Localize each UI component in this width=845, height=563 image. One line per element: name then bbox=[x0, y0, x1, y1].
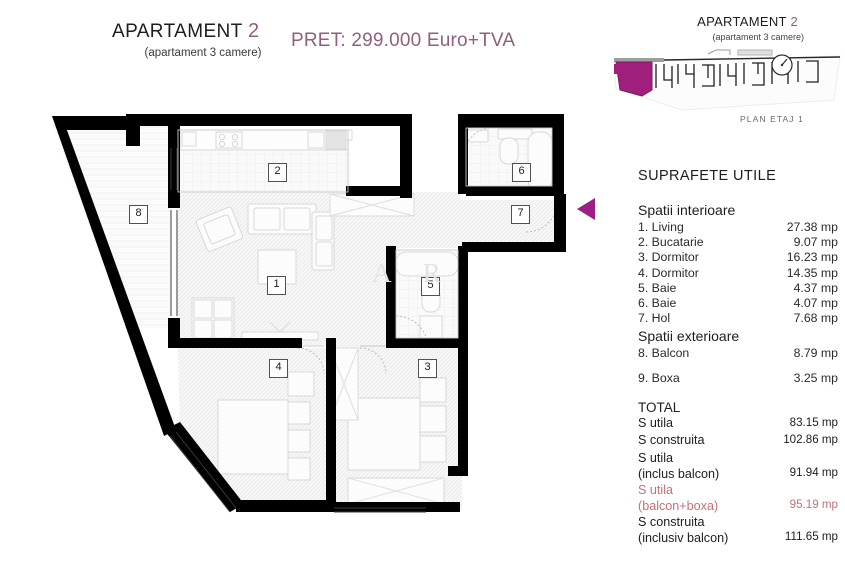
area-row: 1. Living 27.38 mp bbox=[638, 220, 838, 235]
total-value: 111.65 mp bbox=[784, 529, 838, 543]
total-value: 91.94 mp bbox=[789, 465, 838, 479]
surface-areas-panel: SUPRAFETE UTILE Spatii interioare 1. Liv… bbox=[638, 168, 838, 546]
floor-minimap: APARTAMENT 2 (apartament 3 camere) bbox=[612, 14, 842, 130]
minimap-building-plan bbox=[613, 49, 841, 111]
total-label: S utila bbox=[638, 415, 674, 430]
room-tag-2: 2 bbox=[268, 163, 287, 182]
area-row: 3. Dormitor 16.23 mp bbox=[638, 250, 838, 265]
area-row: 8. Balcon 8.79 mp bbox=[638, 346, 838, 361]
apartment-subtitle: (apartament 3 camere) bbox=[144, 47, 262, 59]
total-label-line2: (inclusiv balcon) bbox=[638, 530, 729, 545]
total-label-line1: S utila bbox=[638, 482, 674, 497]
total-label-line2: (balcon+boxa) bbox=[638, 498, 719, 513]
room-tag-7: 7 bbox=[511, 205, 530, 224]
area-row-storage: 9. Boxa 3.25 mp bbox=[638, 371, 838, 386]
minimap-floor-label: PLAN ETAJ 1 bbox=[740, 114, 804, 124]
total-label-line2: (inclus balcon) bbox=[638, 466, 720, 481]
price-label: PRET: 299.000 Euro+TVA bbox=[291, 30, 516, 51]
minimap-title-text: APARTAMENT bbox=[697, 14, 787, 29]
furniture-layer bbox=[179, 128, 553, 505]
apartment-floorplan bbox=[52, 114, 566, 513]
area-label: 4. Dormitor bbox=[638, 265, 699, 280]
total-row-utila-balcon: S utila (inclus balcon) 91.94 mp bbox=[638, 450, 838, 482]
area-row: 7. Hol 7.68 mp bbox=[638, 311, 838, 326]
area-value: 4.07 mp bbox=[793, 296, 838, 311]
area-label: 7. Hol bbox=[638, 311, 671, 326]
area-value: 27.38 mp bbox=[786, 220, 838, 234]
panel-heading: SUPRAFETE UTILE bbox=[638, 168, 777, 184]
area-row: 5. Baie 4.37 mp bbox=[638, 281, 838, 296]
compass-north-icon bbox=[771, 54, 793, 76]
entrance-arrow-icon bbox=[577, 198, 595, 220]
area-label: 6. Baie bbox=[638, 296, 677, 311]
area-value: 14.35 mp bbox=[786, 265, 838, 280]
area-label: 9. Boxa bbox=[638, 370, 680, 385]
total-label-line1: S utila bbox=[638, 450, 674, 465]
interior-spaces-heading: Spatii interioare bbox=[638, 202, 736, 218]
room-tag-5: 5 bbox=[421, 277, 440, 296]
area-value: 7.68 mp bbox=[793, 311, 838, 326]
area-row: 6. Baie 4.07 mp bbox=[638, 296, 838, 311]
area-label: 1. Living bbox=[638, 220, 684, 234]
total-heading: TOTAL bbox=[638, 399, 681, 415]
room-tag-6: 6 bbox=[512, 163, 531, 182]
room-outline-layer bbox=[177, 127, 553, 339]
room-tag-1: 1 bbox=[267, 276, 286, 295]
total-row-utila-balcon-boxa: S utila (balcon+boxa) 95.19 mp bbox=[638, 482, 838, 514]
total-row-construita-balcon: S construita (inclusiv balcon) 111.65 mp bbox=[638, 514, 838, 546]
area-label: 2. Bucatarie bbox=[638, 235, 704, 250]
area-row: 4. Dormitor 14.35 mp bbox=[638, 266, 838, 281]
total-value: 83.15 mp bbox=[789, 415, 838, 429]
area-value: 9.07 mp bbox=[793, 235, 838, 250]
area-label: 3. Dormitor bbox=[638, 250, 699, 265]
page-title-number: 2 bbox=[248, 20, 260, 42]
window-layer bbox=[169, 148, 426, 513]
area-value: 3.25 mp bbox=[793, 370, 838, 385]
minimap-title-number: 2 bbox=[790, 14, 798, 29]
total-value: 95.19 mp bbox=[789, 497, 838, 511]
area-value: 16.23 mp bbox=[786, 250, 838, 265]
page-title-text: APARTAMENT bbox=[112, 21, 243, 42]
total-label: S construita bbox=[638, 433, 705, 448]
minimap-title: APARTAMENT 2 bbox=[697, 14, 798, 29]
minimap-highlight-apartment bbox=[615, 61, 653, 97]
page-title: APARTAMENT 2 bbox=[112, 20, 312, 43]
area-label: 5. Baie bbox=[638, 280, 677, 295]
area-value: 8.79 mp bbox=[793, 346, 838, 361]
area-row: 2. Bucatarie 9.07 mp bbox=[638, 235, 838, 250]
area-label: 8. Balcon bbox=[638, 346, 690, 361]
area-value: 4.37 mp bbox=[793, 280, 838, 295]
room-tag-3: 3 bbox=[418, 359, 437, 378]
exterior-spaces-heading: Spatii exterioare bbox=[638, 328, 740, 345]
total-row: S utila 83.15 mp bbox=[638, 415, 838, 433]
room-tag-4: 4 bbox=[269, 359, 288, 378]
room-tag-8: 8 bbox=[129, 205, 148, 224]
minimap-subtitle: (apartament 3 camere) bbox=[712, 32, 804, 42]
total-value: 102.86 mp bbox=[783, 433, 838, 447]
total-label-line1: S construita bbox=[638, 514, 705, 529]
apartment-title-block: APARTAMENT 2 (apartament 3 camere) bbox=[112, 20, 312, 59]
total-row: S construita 102.86 mp bbox=[638, 432, 838, 450]
